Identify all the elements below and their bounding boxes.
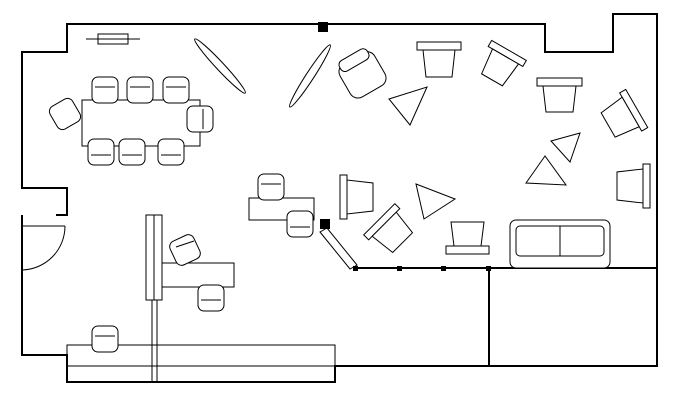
divider-panel [145, 214, 163, 382]
column-middle [320, 219, 330, 229]
oval-table-left [194, 38, 246, 94]
wall-fixture [86, 33, 140, 45]
counter-chair [91, 325, 119, 353]
column-top [318, 22, 328, 32]
lounge-chairs [338, 39, 651, 255]
entry-door-swing [21, 225, 66, 271]
desk-lower [161, 262, 235, 288]
desk-lower-chairs [169, 234, 225, 312]
triangle-tables [388, 86, 581, 220]
oval-table-right [289, 44, 331, 108]
outer-wall [21, 13, 658, 383]
partition-posts [353, 266, 491, 271]
desk-center-chairs [257, 173, 314, 238]
partition-wall [355, 267, 657, 366]
sofa [509, 219, 611, 269]
counter-bottom [66, 344, 336, 367]
angled-partition [319, 227, 358, 270]
conference-chairs [48, 76, 214, 166]
conference-chair-backs [91, 86, 204, 156]
